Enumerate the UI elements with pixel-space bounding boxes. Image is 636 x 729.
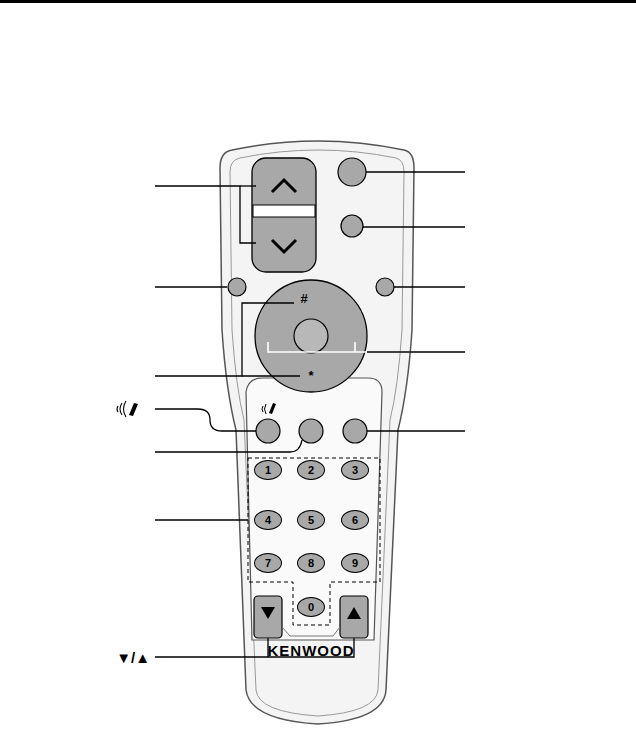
up-triangle [347,607,361,619]
key-number: 1 [265,465,271,476]
key-number: 5 [308,515,314,526]
key-number: 4 [265,515,271,526]
leader-line [394,286,465,287]
leader-line [155,303,294,376]
number-key: 9 [341,553,369,573]
key-symbol: * [308,369,313,382]
number-key: 5 [297,510,325,530]
side-button [376,278,394,296]
leader-line [155,440,302,452]
number-key: 4 [254,510,282,530]
rocker-divider [253,205,315,217]
leader-line [240,185,256,186]
number-key: 1 [254,460,282,480]
number-key: 7 [254,553,282,573]
down-button [254,596,282,638]
button-bracket [282,627,340,636]
brand-name: KENWOOD [268,643,355,658]
side-button [228,278,246,296]
leader-line [268,638,354,657]
function-button [343,419,367,443]
leader-line [268,342,465,352]
key-number: 0 [308,602,314,613]
phone-icon [117,401,138,417]
number-key: 3 [341,460,369,480]
leader-line [155,409,256,431]
leader-line [366,171,465,172]
key-number: 3 [352,465,358,476]
down-chevron [272,240,296,252]
phone-button [256,419,280,443]
phone-icon [262,403,276,414]
volume-rocker [252,158,316,272]
key-symbol: # [300,292,307,305]
number-key: 8 [297,553,325,573]
round-button [341,215,363,237]
key-number: 7 [265,558,271,569]
lower-panel [246,378,382,640]
remote-inner-outline [230,150,404,716]
round-button [338,158,366,186]
key-number: 2 [308,465,314,476]
leader-line [155,186,256,243]
key-number: 9 [352,558,358,569]
number-key: 2 [297,460,325,480]
leader-line [155,638,268,657]
key-number: 6 [352,515,358,526]
joystick-center [294,319,328,353]
leader-line [242,375,300,376]
leader-line [155,286,227,287]
leader-line [155,519,248,520]
number-key: 0 [297,597,325,617]
callout-label: ▼/▲ [116,650,150,665]
leader-line [367,430,465,431]
leader-line [367,351,465,352]
joystick [255,280,367,392]
down-triangle [261,607,275,619]
function-button [299,419,323,443]
up-button [340,596,368,638]
remote-body [220,141,414,724]
up-chevron [272,180,296,192]
leader-line [363,226,465,227]
leader-line [354,342,356,352]
number-key: 6 [341,510,369,530]
joystick-node: #* [255,280,367,392]
key-number: 8 [308,558,314,569]
top-rule [0,0,636,3]
